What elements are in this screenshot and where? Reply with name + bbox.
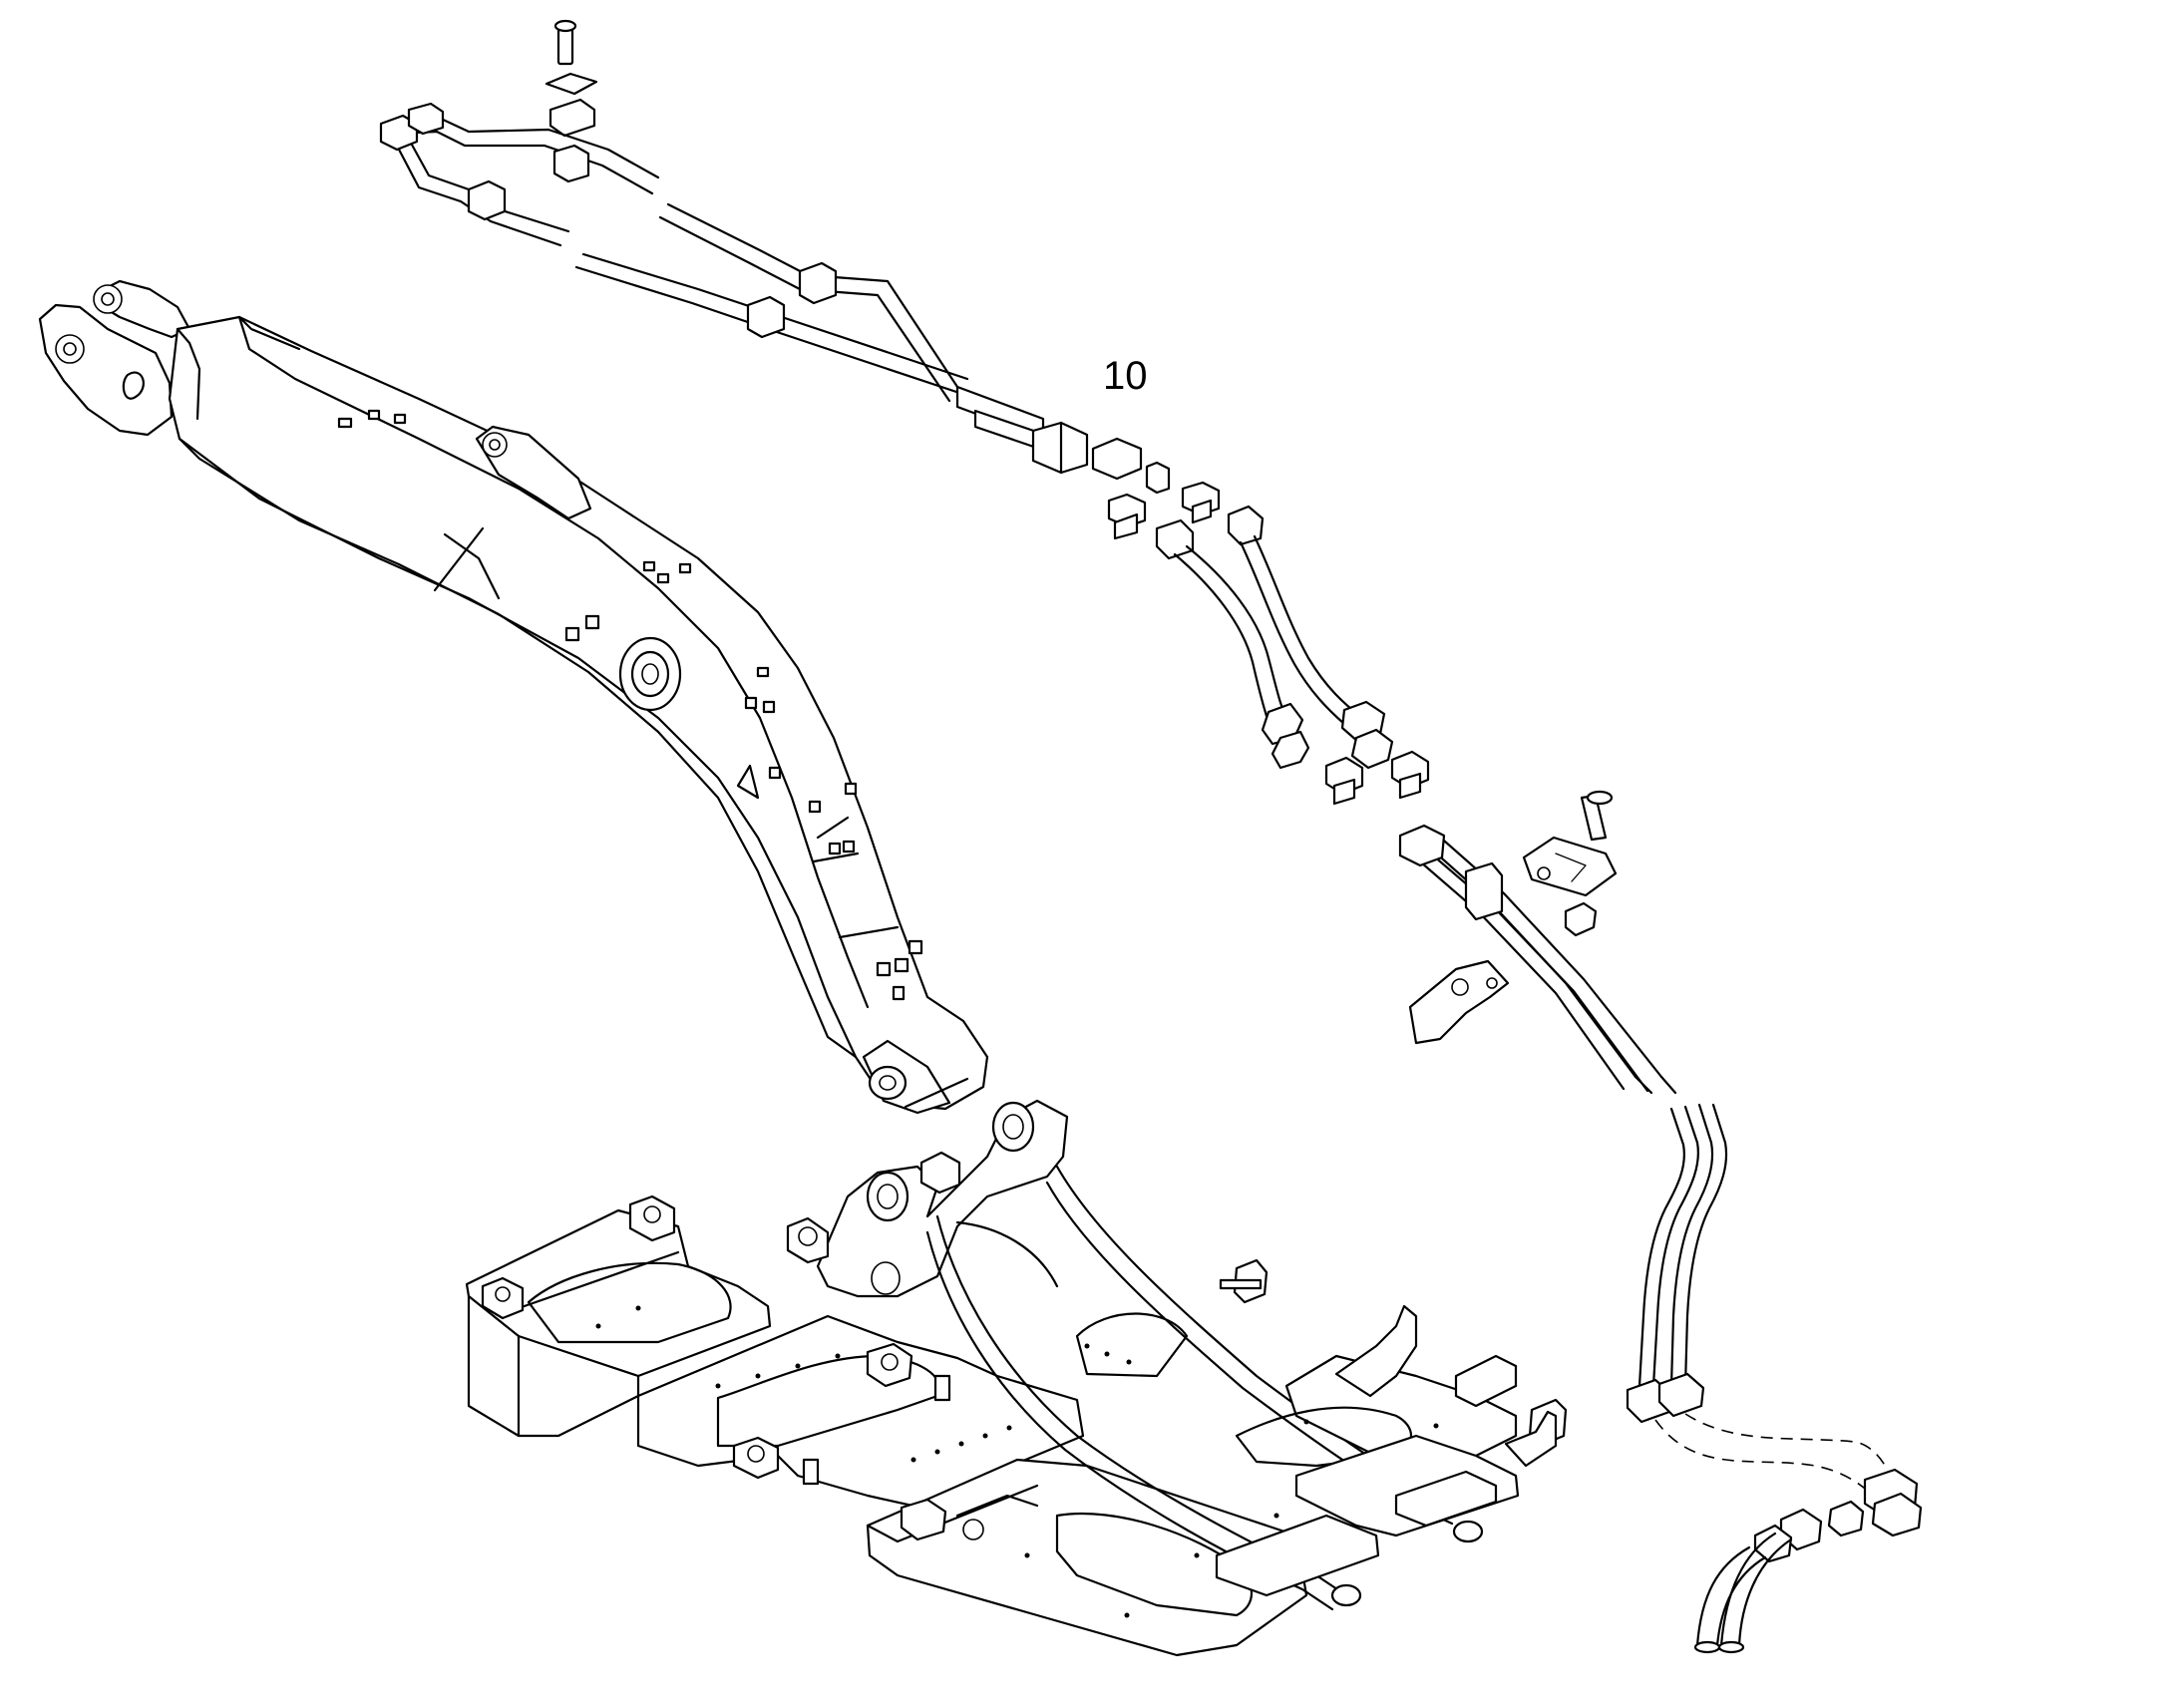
bracket-bolt-upper [1580,790,1614,842]
adapter-lower-right [1390,750,1430,800]
part-callout-number: 10 [1103,354,1148,398]
adapter-right [1181,481,1221,524]
lower-pipe-assembly [1398,790,1923,1654]
upper-pipe-assembly [379,19,1171,495]
adapter-left [1107,493,1147,540]
top-bolt [553,19,577,66]
hose-set [1107,481,1430,806]
upper-frame [465,1099,1568,1657]
bracket-bolt-lower [1564,901,1598,937]
adapter-lower-left [1324,756,1364,806]
top-clamp [545,72,598,138]
excavator-boom [38,279,989,1115]
